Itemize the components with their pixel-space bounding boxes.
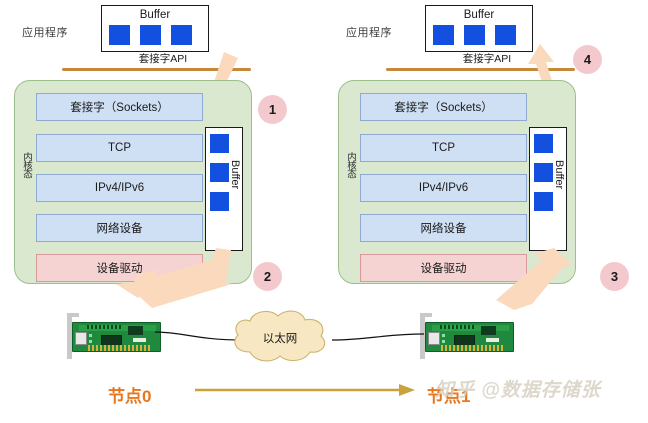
- nic-edge-connector: [441, 345, 503, 351]
- application-buffer-square: [464, 25, 485, 45]
- nic-led: [442, 340, 445, 343]
- step-badge-2: 2: [253, 262, 282, 291]
- kernel-buffer-square: [534, 192, 553, 211]
- step-badge-3: 3: [600, 262, 629, 291]
- application-buffer-title-node1: Buffer: [463, 9, 495, 21]
- application-buffer-square: [109, 25, 130, 45]
- stack-layer-sockets-node0: 套接字（Sockets）: [36, 93, 203, 121]
- nic-connector: [486, 338, 499, 342]
- socket-api-divider-node1: [386, 68, 575, 71]
- kernel-buffer-square: [210, 192, 229, 211]
- step-badge-4: 4: [573, 45, 602, 74]
- kernel-buffer-title-node1: Buffer: [553, 160, 565, 190]
- stack-layer-ip-node0: IPv4/IPv6: [36, 174, 203, 202]
- ethernet-cloud: 以太网: [228, 308, 332, 368]
- stack-layer-sockets-node1: 套接字（Sockets）: [360, 93, 527, 121]
- socket-api-label-node0: 套接字API: [138, 53, 188, 65]
- nic-header-pins: [440, 325, 474, 329]
- kernel-buffer-box-node1: Buffer: [529, 127, 567, 251]
- application-buffer-square: [433, 25, 454, 45]
- node-caption-0: 节点0: [108, 387, 152, 406]
- stack-layer-ip-node1: IPv4/IPv6: [360, 174, 527, 202]
- kernel-buffer-square: [210, 134, 229, 153]
- nic-bracket-tab: [420, 313, 432, 317]
- nic-port: [428, 332, 440, 345]
- application-buffer-square: [495, 25, 516, 45]
- network-interface-card-node1: [420, 313, 514, 359]
- application-buffer-square: [140, 25, 161, 45]
- nic-bracket-tab: [67, 313, 79, 317]
- kernel-buffer-square: [534, 134, 553, 153]
- stack-layer-tcp-node0: TCP: [36, 134, 203, 162]
- nic-led: [89, 334, 92, 337]
- watermark: 知乎 @数据存储张: [435, 380, 601, 401]
- application-label-node0: 应用程序: [22, 27, 68, 39]
- ethernet-label: 以太网: [262, 333, 298, 345]
- network-cable-node1: [332, 333, 424, 341]
- nic-board: [425, 322, 514, 352]
- nic-bracket: [420, 313, 425, 359]
- nic-connector: [133, 338, 146, 342]
- application-label-node1: 应用程序: [346, 27, 392, 39]
- kernel-buffer-square: [210, 163, 229, 182]
- stack-layer-netdevice-node1: 网络设备: [360, 214, 527, 242]
- application-buffer-box-node1: Buffer: [425, 5, 533, 52]
- application-buffer-title-node0: Buffer: [139, 9, 171, 21]
- network-interface-card-node0: [67, 313, 161, 359]
- kernel-buffer-box-node0: Buffer: [205, 127, 243, 251]
- network-cable-node0: [155, 331, 245, 341]
- stack-layer-driver-node1: 设备驱动: [360, 254, 527, 282]
- nic-edge-connector: [88, 345, 150, 351]
- ethernet-cloud-shape: [234, 310, 326, 362]
- node-caption-1: 节点1: [427, 387, 471, 406]
- nic-secondary-chip: [128, 326, 143, 335]
- kernel-buffer-square: [534, 163, 553, 182]
- data-flow-direction-arrow: [195, 384, 415, 396]
- nic-port: [75, 332, 87, 345]
- nic-bracket: [67, 313, 72, 359]
- application-buffer-square: [171, 25, 192, 45]
- application-buffer-box-node0: Buffer: [101, 5, 209, 52]
- stack-layer-tcp-node1: TCP: [360, 134, 527, 162]
- socket-api-label-node1: 套接字API: [462, 53, 512, 65]
- step-badge-1: 1: [258, 95, 287, 124]
- kernel-buffer-title-node0: Buffer: [229, 160, 241, 190]
- node-0: 应用程序 Buffer 套接字API 内核态 套接字（Sockets） TCP …: [14, 5, 287, 406]
- nic-secondary-chip: [481, 326, 496, 335]
- kernel-mode-label-node1: 内核态: [345, 152, 356, 178]
- node-1: 应用程序 Buffer 套接字API 内核态 套接字（Sockets） TCP …: [324, 0, 648, 423]
- nic-board: [72, 322, 161, 352]
- kernel-mode-label-node0: 内核态: [21, 152, 32, 178]
- arrow-down-kernel-to-nic-node0: [116, 248, 232, 308]
- socket-api-divider-node0: [62, 68, 251, 71]
- nic-header-pins: [87, 325, 121, 329]
- nic-led: [89, 340, 92, 343]
- nic-led: [442, 334, 445, 337]
- stack-layer-netdevice-node0: 网络设备: [36, 214, 203, 242]
- arrow-up-nic-to-kernel-node1: [496, 248, 572, 310]
